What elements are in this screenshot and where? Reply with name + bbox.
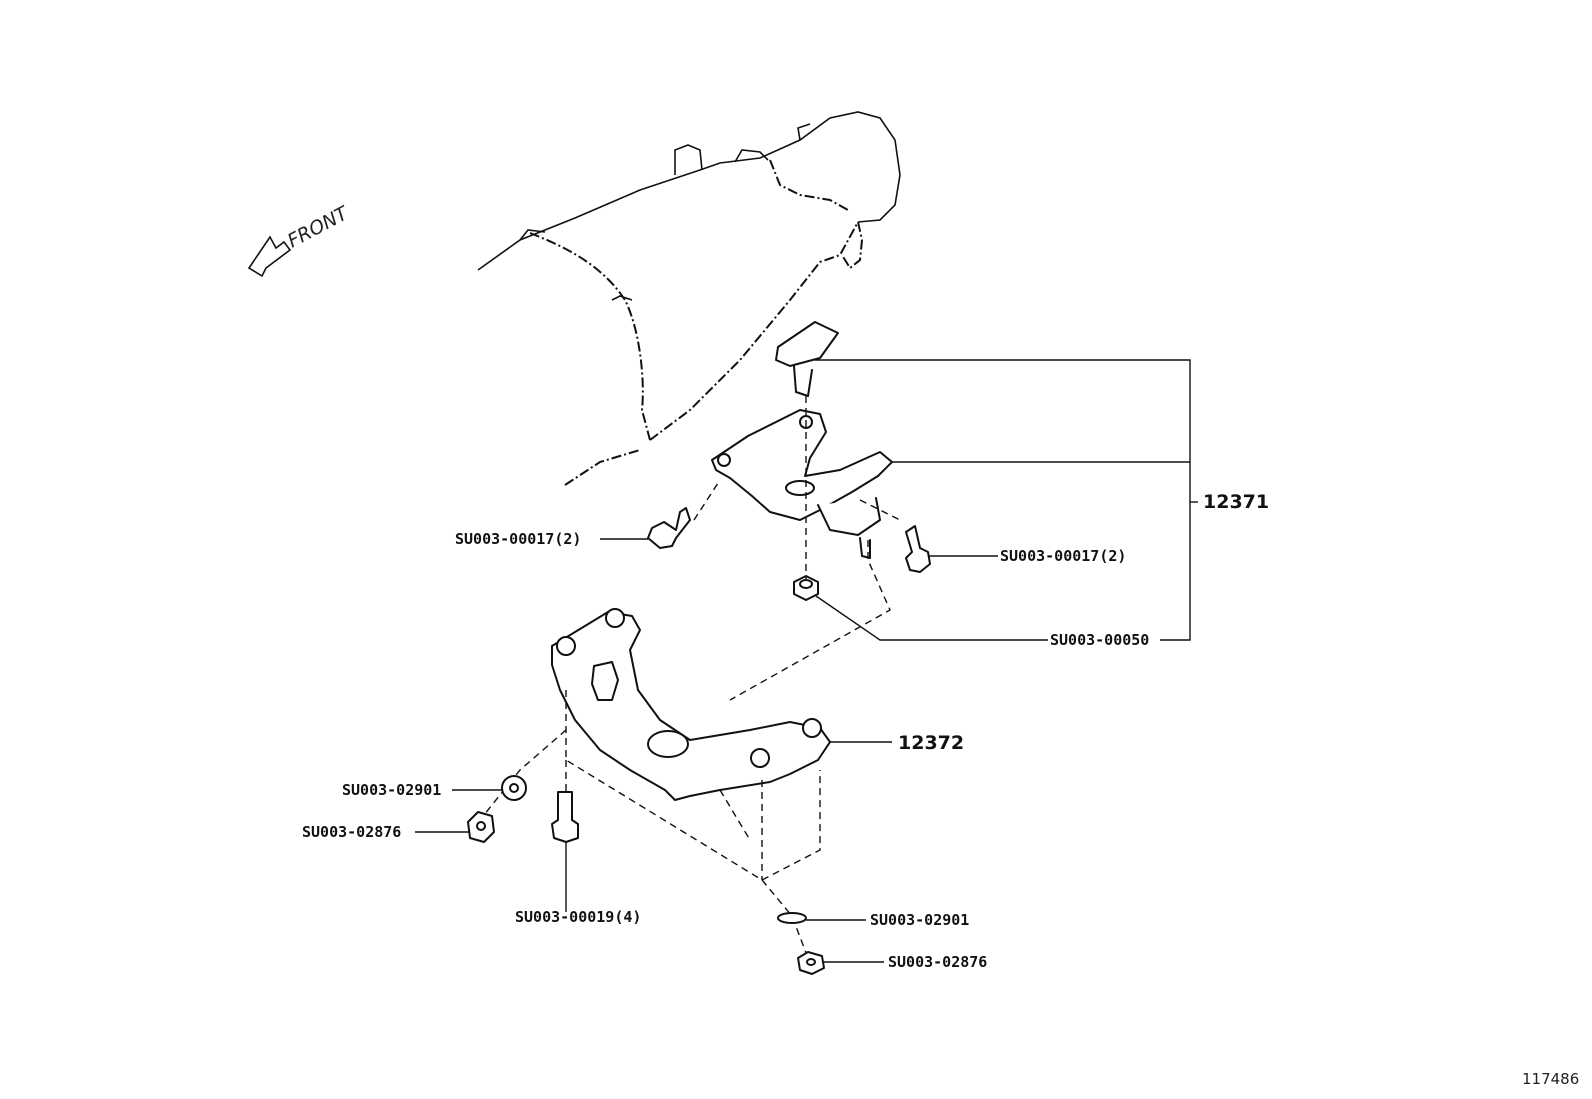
front-label: FRONT bbox=[284, 202, 353, 253]
mount-stopper bbox=[775, 321, 839, 397]
callout-nut-left: SU003-02876 bbox=[302, 823, 401, 841]
callout-lower-bolt: SU003-00019(4) bbox=[515, 908, 641, 926]
callout-mount-nut: SU003-00050 bbox=[1050, 631, 1149, 649]
upper-mount-bracket bbox=[711, 409, 893, 559]
assembly-number-12371: 12371 bbox=[1203, 491, 1269, 513]
callout-nut-right: SU003-02876 bbox=[888, 953, 987, 971]
lower-nut-left bbox=[467, 811, 495, 843]
crossmember bbox=[551, 608, 831, 801]
transmission-housing bbox=[477, 111, 901, 486]
figure-id: 117486 bbox=[1522, 1070, 1579, 1088]
upper-assembly-lines bbox=[693, 396, 901, 701]
upper-right-bolt bbox=[905, 525, 931, 573]
lower-bolt bbox=[551, 791, 579, 843]
assembly-number-12372: 12372 bbox=[898, 732, 964, 754]
callout-upper-left-bolt: SU003-00017(2) bbox=[455, 530, 581, 548]
lower-nut-right bbox=[797, 951, 825, 975]
callout-upper-right-bolt: SU003-00017(2) bbox=[1000, 547, 1126, 565]
lower-washer-right bbox=[777, 912, 807, 924]
callout-washer-left: SU003-02901 bbox=[342, 781, 441, 799]
upper-left-bolt bbox=[647, 507, 691, 549]
mount-nut bbox=[793, 575, 819, 601]
front-arrow-icon bbox=[247, 235, 292, 278]
lower-washer-left bbox=[501, 775, 527, 801]
callout-washer-right: SU003-02901 bbox=[870, 911, 969, 929]
leader-lines bbox=[415, 359, 1198, 963]
lower-assembly-lines bbox=[479, 690, 821, 959]
